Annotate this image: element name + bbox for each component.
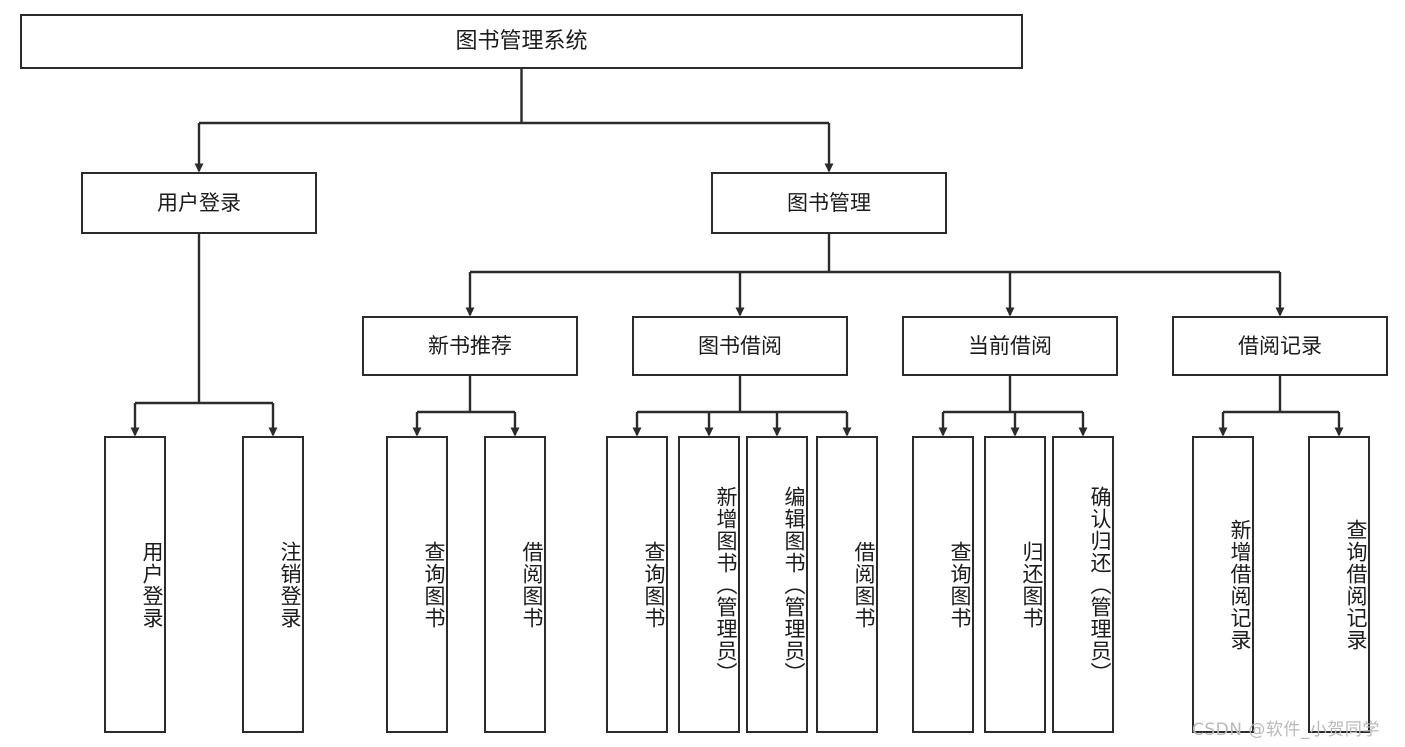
node-label: 图书管理 (787, 190, 871, 215)
node-label: 编辑图书（管理员） (782, 485, 806, 684)
node-leaf-8: 查询图书 (912, 436, 974, 733)
node-l3-新书推荐: 新书推荐 (362, 316, 578, 376)
node-label: 借阅记录 (1238, 333, 1322, 358)
node-label: 确认归还（管理员） (1088, 485, 1112, 684)
node-leaf-7: 借阅图书 (816, 436, 878, 733)
node-label: 注销登录 (278, 540, 302, 629)
node-l2-图书管理: 图书管理 (711, 172, 947, 234)
node-label: 归还图书 (1020, 540, 1044, 629)
node-label: 借阅图书 (852, 540, 876, 629)
node-label: 查询图书 (422, 540, 446, 629)
node-l3-图书借阅: 图书借阅 (632, 316, 848, 376)
node-leaf-4: 查询图书 (606, 436, 668, 733)
node-label: 借阅图书 (520, 540, 544, 629)
node-leaf-11: 新增借阅记录 (1192, 436, 1254, 733)
node-leaf-0: 用户登录 (104, 436, 166, 733)
node-label: 新增图书（管理员） (714, 485, 738, 684)
node-l2-用户登录: 用户登录 (81, 172, 317, 234)
node-label: 查询借阅记录 (1344, 518, 1368, 651)
node-leaf-1: 注销登录 (242, 436, 304, 733)
node-label: 当前借阅 (968, 333, 1052, 358)
node-l3-当前借阅: 当前借阅 (902, 316, 1118, 376)
node-label: 查询图书 (948, 540, 972, 629)
node-label: 用户登录 (157, 190, 241, 215)
node-leaf-5: 新增图书（管理员） (678, 436, 740, 733)
node-leaf-3: 借阅图书 (484, 436, 546, 733)
node-l3-借阅记录: 借阅记录 (1172, 316, 1388, 376)
node-leaf-6: 编辑图书（管理员） (746, 436, 808, 733)
node-root-图书管理系统: 图书管理系统 (20, 14, 1023, 69)
node-label: 图书管理系统 (455, 28, 588, 54)
node-label: 图书借阅 (698, 333, 782, 358)
node-leaf-12: 查询借阅记录 (1308, 436, 1370, 733)
node-label: 用户登录 (140, 540, 164, 629)
node-leaf-2: 查询图书 (386, 436, 448, 733)
node-leaf-9: 归还图书 (984, 436, 1046, 733)
csdn-watermark: CSDN @软件_小贺同学 (1192, 720, 1380, 740)
node-label: 新增借阅记录 (1228, 518, 1252, 651)
node-leaf-10: 确认归还（管理员） (1052, 436, 1114, 733)
node-label: 查询图书 (642, 540, 666, 629)
node-label: 新书推荐 (428, 333, 512, 358)
